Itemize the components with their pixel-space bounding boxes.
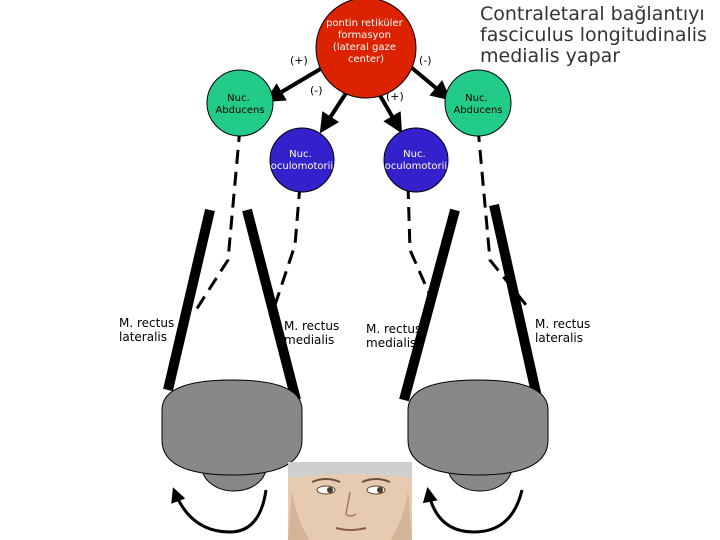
left-eye-rotation-arrow [171, 487, 268, 534]
pontine-reticular-formation-node: pontin retiküler formasyon (lateral gaze… [315, 0, 417, 99]
arrow-to-right-abducens [410, 66, 452, 101]
svg-text:Nuc. oculomotorii: Nuc. oculomotorii [271, 149, 333, 172]
sign-top-right: (-) [419, 54, 432, 67]
right-medial-rectus-bar [399, 208, 460, 402]
left-oculomotor-nerve [273, 184, 302, 306]
label-left-medial-rectus: M. rectus medialis [284, 319, 343, 347]
arrow-to-left-abducens [264, 66, 324, 103]
label-right-lateral-rectus: M. rectus lateralis [535, 317, 594, 345]
sign-lower-right: (+) [386, 90, 404, 103]
left-eye [161, 379, 303, 492]
right-eye-rotation-arrow [422, 487, 524, 534]
svg-text:pontin retiküler formasy: pontin retiküler formasyon (lateral gaze… [326, 18, 406, 65]
svg-text:Nuc. Abducens: Nuc. Abducens [215, 93, 264, 116]
title: Contraletaral bağlantıyı fasciculus long… [480, 3, 713, 67]
right-abducens-node: Nuc. Abducens [444, 69, 512, 137]
svg-text:Nuc. oculomotorii: Nuc. oculomotorii [385, 149, 447, 172]
label-left-lateral-rectus: M. rectus lateralis [119, 316, 178, 344]
arrow-to-right-oculomotor [376, 90, 403, 134]
arrow-to-left-oculomotor [319, 88, 350, 134]
face-photo [288, 462, 412, 540]
right-oculomotor-node: Nuc. oculomotorii [383, 127, 449, 193]
center-node-circle [315, 0, 417, 99]
svg-text:Nuc. Abducens: Nuc. Abducens [453, 93, 502, 116]
left-oculomotor-node: Nuc. oculomotorii [269, 127, 335, 193]
left-abducens-node: Nuc. Abducens [206, 69, 274, 137]
left-lateral-rectus-bar [163, 208, 215, 392]
left-medial-rectus-bar [242, 208, 301, 402]
right-eye [407, 379, 549, 492]
sign-lower-left: (-) [310, 84, 323, 97]
right-oculomotor-nerve [406, 184, 434, 301]
right-lateral-rectus-bar [489, 203, 546, 417]
left-abducens-nerve [194, 127, 242, 311]
right-abducens-nerve [476, 127, 532, 311]
sign-top-left: (+) [290, 54, 308, 67]
label-right-medial-rectus: M. rectus medialis [366, 322, 425, 350]
